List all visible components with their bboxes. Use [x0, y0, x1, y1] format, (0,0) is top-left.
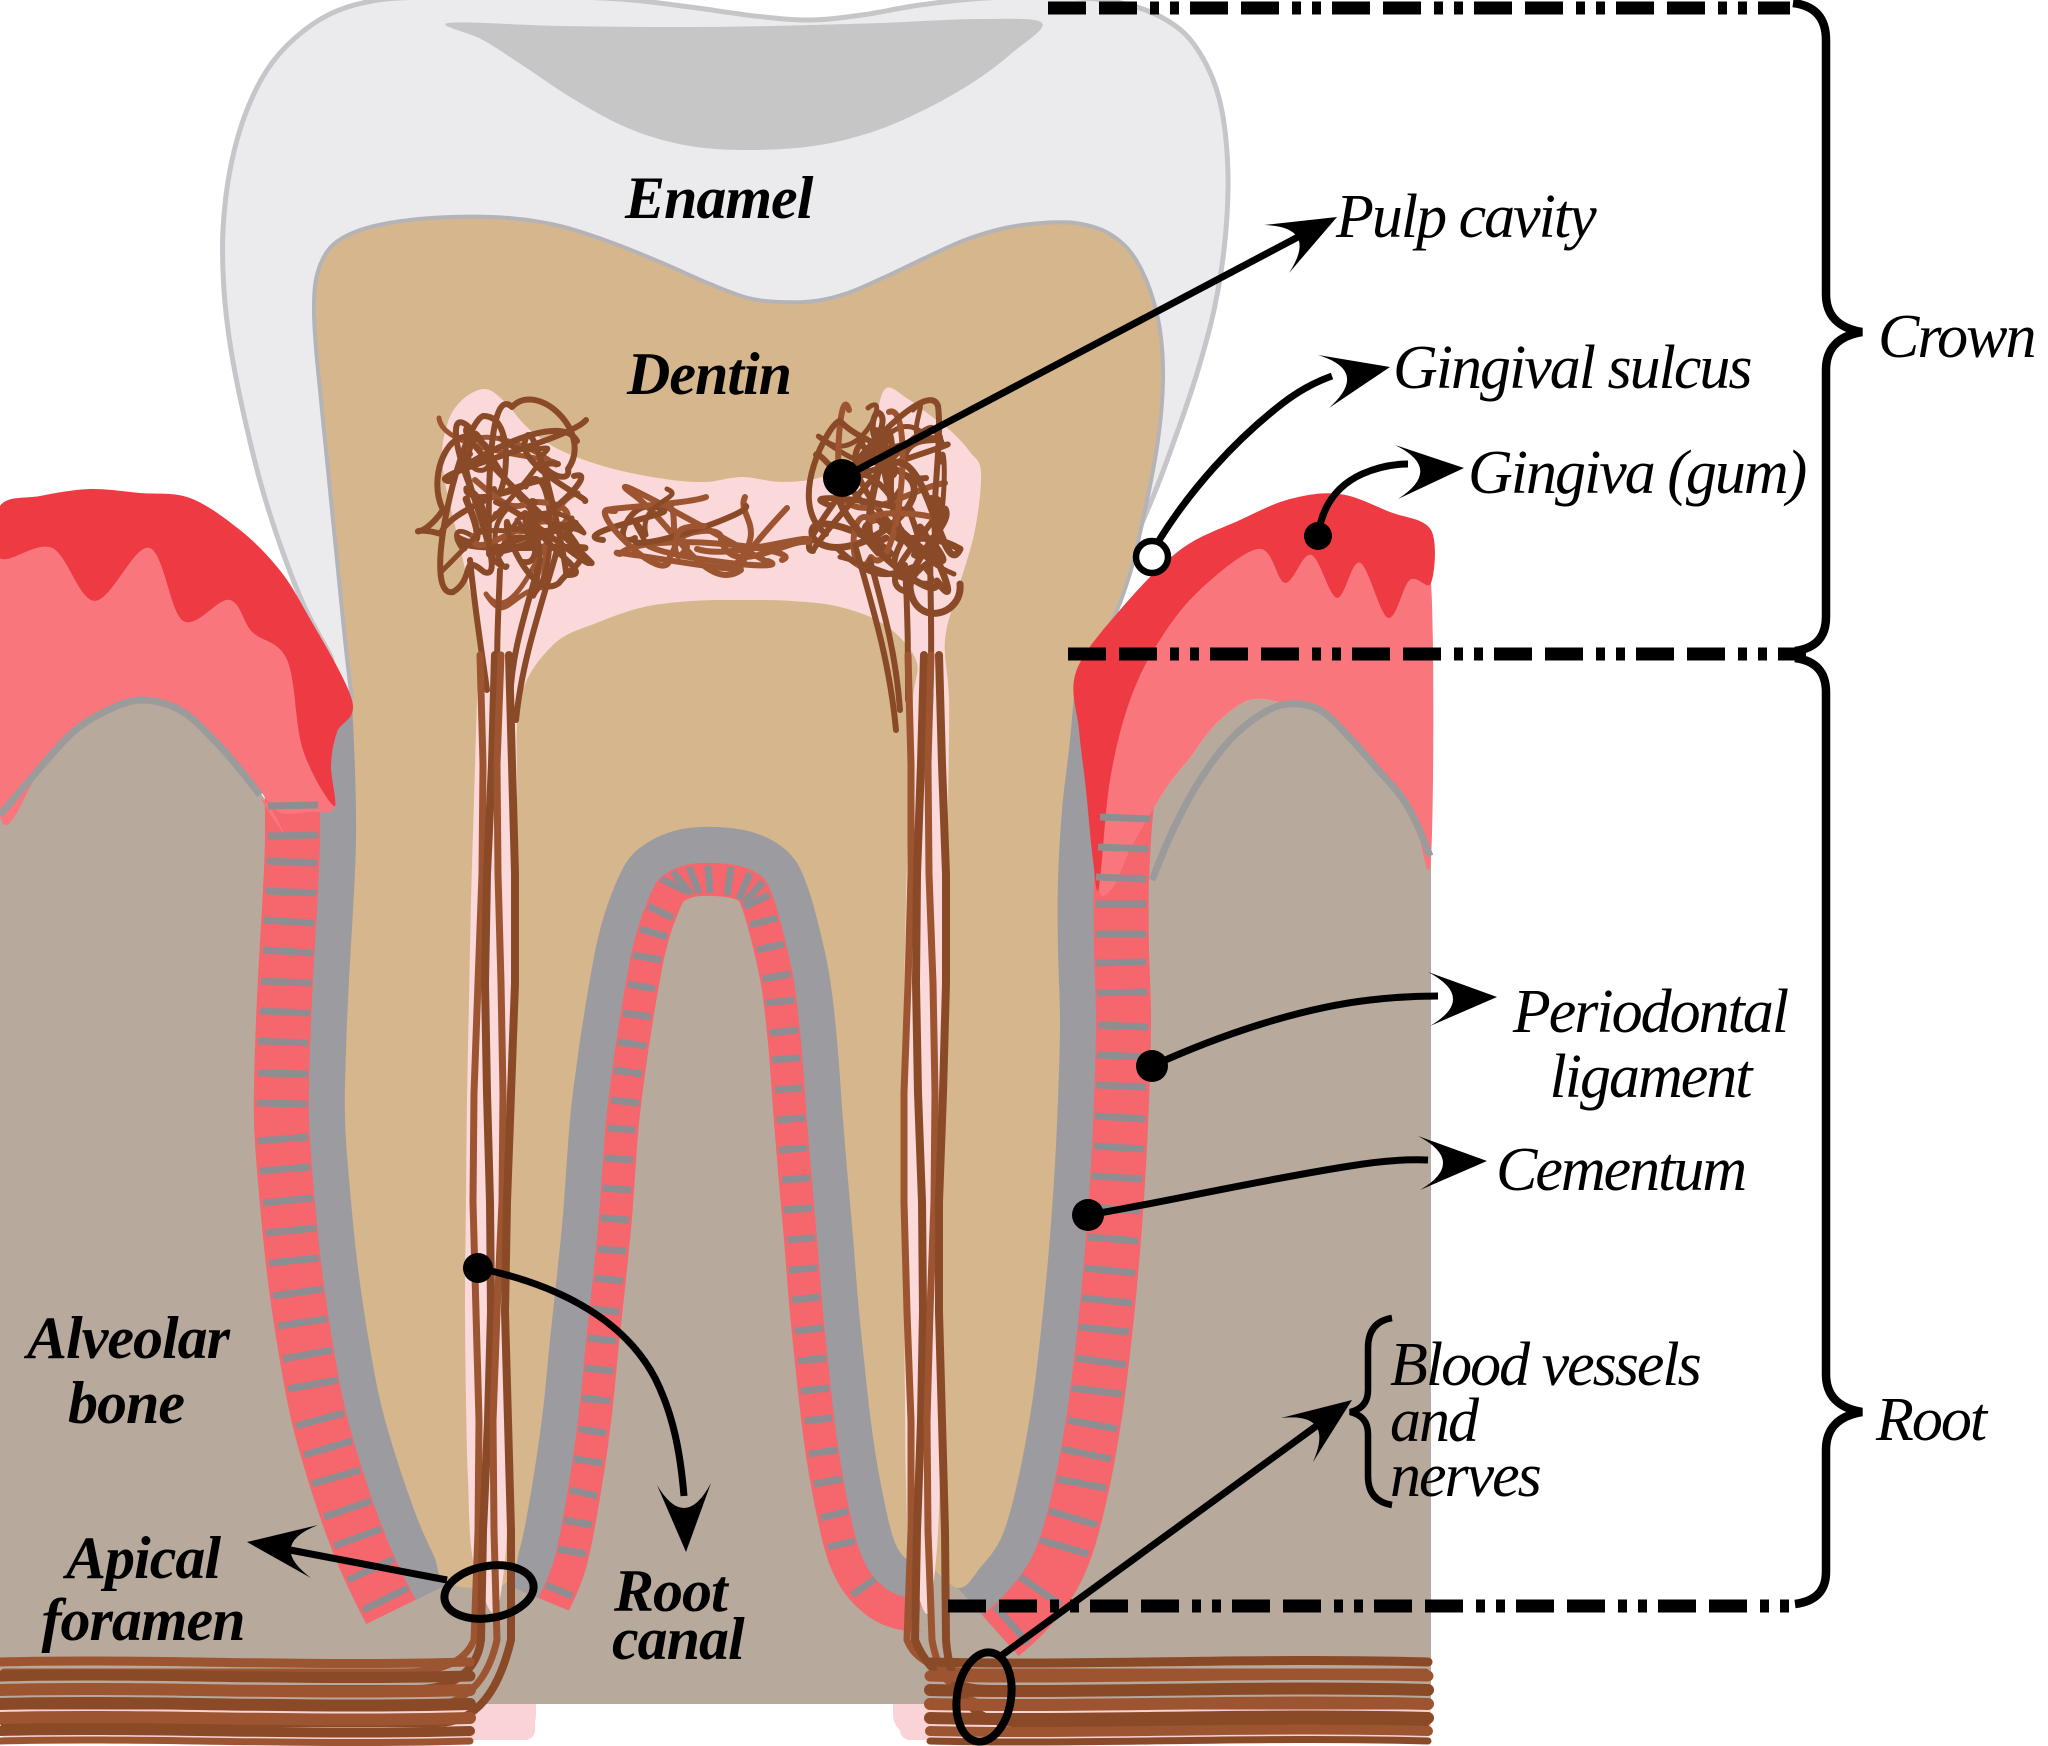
svg-text:Cementum: Cementum: [1496, 1136, 1745, 1204]
svg-text:Gingival sulcus: Gingival sulcus: [1393, 334, 1751, 402]
svg-text:Alveolar: Alveolar: [23, 1305, 231, 1371]
svg-text:nerves: nerves: [1390, 1442, 1541, 1510]
svg-text:canal: canal: [612, 1606, 745, 1672]
svg-text:bone: bone: [68, 1370, 184, 1436]
svg-text:Dentin: Dentin: [626, 341, 791, 407]
svg-text:Periodontal: Periodontal: [1512, 978, 1788, 1046]
svg-text:Blood vessels: Blood vessels: [1390, 1331, 1701, 1399]
svg-text:Gingiva (gum): Gingiva (gum): [1468, 439, 1806, 507]
svg-text:Root: Root: [613, 1558, 730, 1624]
svg-text:Crown: Crown: [1878, 303, 2035, 371]
svg-text:Apical: Apical: [62, 1525, 221, 1591]
svg-text:and: and: [1390, 1387, 1480, 1455]
svg-text:Root: Root: [1875, 1386, 1989, 1454]
svg-text:ligament: ligament: [1550, 1043, 1755, 1111]
svg-text:Pulp cavity: Pulp cavity: [1335, 183, 1597, 251]
svg-text:Enamel: Enamel: [624, 165, 814, 231]
svg-text:foramen: foramen: [42, 1587, 245, 1653]
